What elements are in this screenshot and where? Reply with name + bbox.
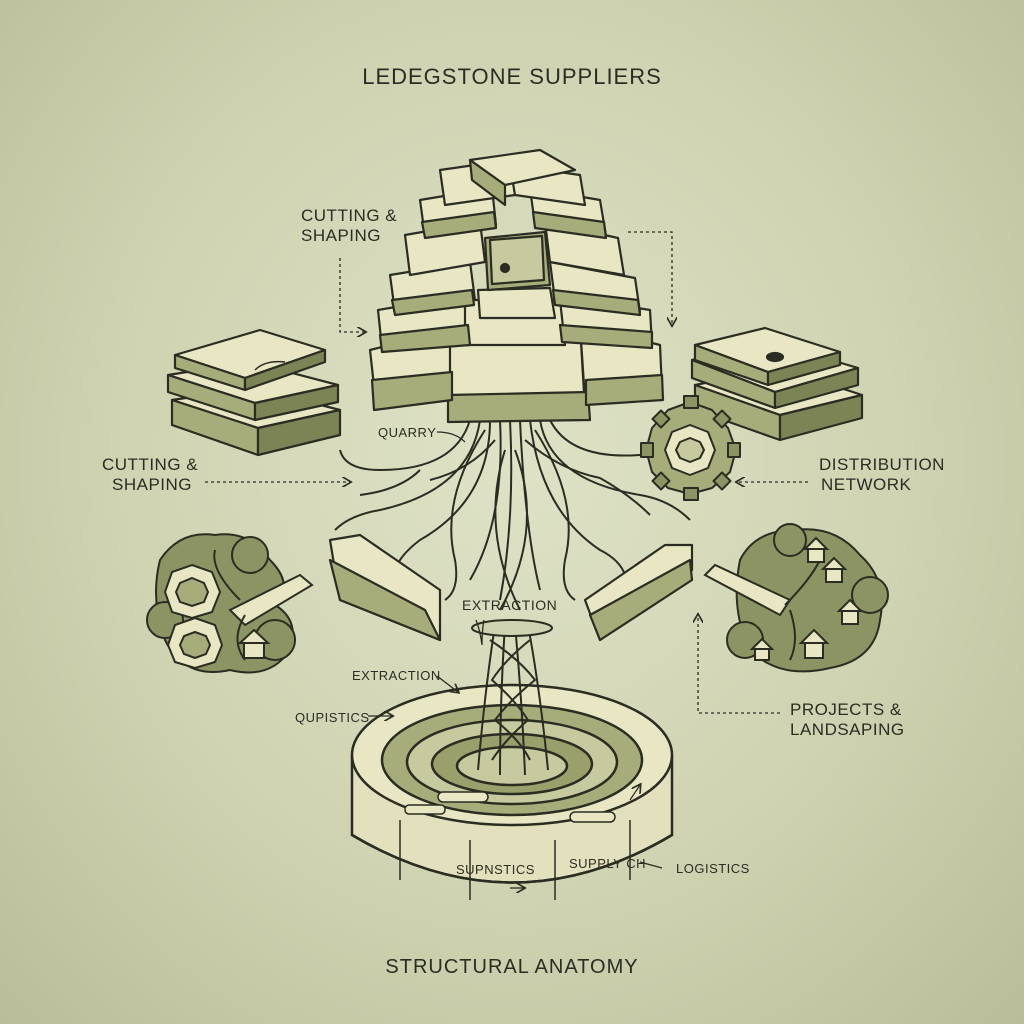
house-icon [802, 536, 830, 563]
tree-island-icon [146, 533, 314, 674]
circular-base-icon [350, 683, 674, 900]
tree-island-icon [703, 523, 889, 673]
root-system-icon [334, 419, 691, 776]
house-icon [237, 628, 271, 659]
gear-stone-icon [640, 395, 741, 501]
label-line: DISTRIBUTION [819, 455, 945, 474]
label-line: PROJECTS & [790, 700, 902, 719]
diagram-title: LEDEGSTONE SUPPLIERS [362, 64, 662, 89]
label-line: SHAPING [112, 475, 193, 495]
gear-stone-icon [163, 563, 222, 620]
diagram-footer: STRUCTURAL ANATOMY [385, 956, 639, 978]
gear-stone-icon [166, 616, 224, 670]
stone-block-icon [328, 533, 694, 642]
label-projects-landscaping: PROJECTS & LANDSAPING [790, 700, 905, 741]
house-icon [820, 556, 848, 583]
connector-lines [205, 231, 808, 888]
label-qupistics: QUPISTICS [295, 710, 370, 725]
label-cutting-shaping-top: CUTTING & SHAPING [301, 206, 397, 247]
label-extraction-center: EXTRACTION [462, 597, 558, 613]
label-quarry: QUARRY [378, 425, 437, 440]
label-line: NETWORK [821, 475, 912, 495]
stone-slab-stack-icon [166, 328, 342, 457]
house-icon [836, 598, 864, 625]
stone-slab-stack-icon [690, 326, 864, 442]
label-line: CUTTING & [102, 455, 199, 474]
label-logistics: LOGISTICS [676, 861, 750, 876]
label-cutting-shaping-left: CUTTING & SHAPING [102, 455, 198, 496]
label-line: LANDSAPING [790, 720, 905, 740]
house-icon [798, 628, 830, 659]
label-supply-chain: SUPPLY CH [569, 856, 646, 871]
stone-pyramid-icon [368, 148, 665, 424]
label-supnstics: SUPNSTICS [456, 862, 535, 877]
label-extraction: EXTRACTION [352, 668, 441, 683]
label-line: CUTTING & [301, 206, 398, 225]
label-line: SHAPING [301, 226, 382, 246]
house-icon [749, 637, 775, 661]
label-distribution-network: DISTRIBUTION NETWORK [819, 455, 945, 496]
